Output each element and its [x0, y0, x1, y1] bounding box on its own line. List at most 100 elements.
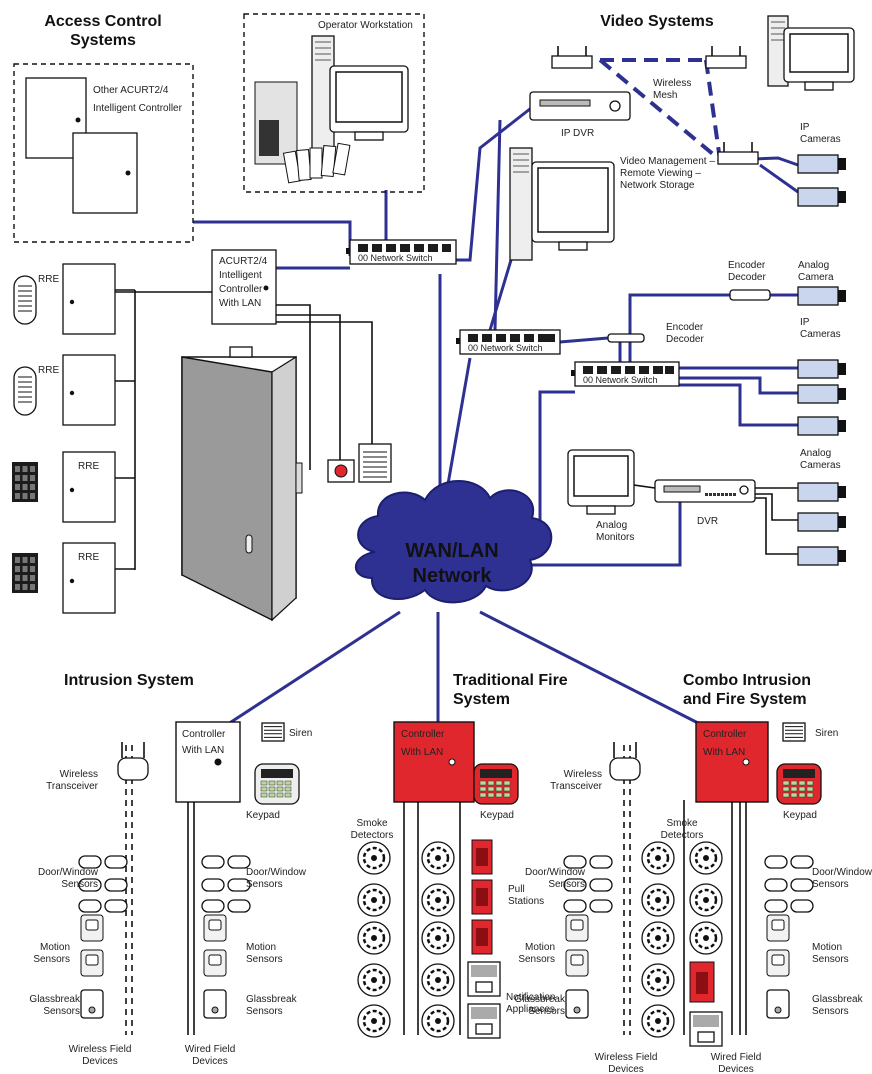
door-window-sensors-label-1: Door/Window — [246, 867, 307, 878]
camera-lens — [838, 486, 846, 498]
combo-motion-sensors-label-1: Motion — [525, 942, 555, 953]
glassbreak-sensors-label-1: Glassbreak — [29, 994, 81, 1005]
detector-center — [435, 977, 441, 983]
motion-lens — [85, 954, 99, 966]
other-controller-lock — [125, 170, 131, 176]
rre-label: RRE — [78, 461, 99, 472]
detector-vents — [694, 846, 718, 870]
pinpad-key — [15, 493, 20, 499]
wire-encoder-top — [628, 293, 730, 372]
glassbreak-mic — [88, 1006, 96, 1014]
detector-vents — [646, 926, 670, 950]
pinpad-key — [22, 484, 28, 490]
rre-box — [62, 354, 116, 426]
switch-port — [597, 366, 607, 374]
controller-to-exit — [276, 314, 341, 460]
combo-smoke-detectors-label-1: Smoke — [666, 818, 698, 829]
combo-keypad-label: Keypad — [783, 810, 817, 821]
fire-control-panel — [695, 721, 769, 803]
pinpad-key — [15, 557, 20, 563]
keypad-key — [479, 792, 487, 798]
dvr-knob — [739, 485, 749, 495]
encoder-decoder-label-1-1: Encoder — [728, 260, 766, 271]
analog-camera-label-2: Camera — [798, 272, 834, 283]
keypad-key — [495, 780, 503, 786]
keypad-key — [798, 780, 806, 786]
wire-ip-cam-2 — [678, 376, 798, 395]
pinpad-key — [22, 475, 28, 481]
wireless-transceiver-icon — [609, 742, 641, 781]
pinpad-key — [22, 557, 28, 563]
camera-icon — [797, 359, 846, 379]
pinpad-key — [30, 584, 35, 590]
keypad-key — [798, 786, 806, 792]
dvr-button — [721, 493, 724, 496]
siren-icon — [782, 722, 806, 742]
wire-switch2-cloud — [538, 390, 575, 520]
heading-intrusion-system: Intrusion System — [64, 672, 194, 689]
smoke-detector-icon — [357, 883, 391, 917]
smoke-detector-icon — [641, 921, 675, 955]
door-window-sensors-label-1: Door/Window — [812, 867, 872, 878]
keypad-key — [276, 792, 284, 798]
motion-lens — [570, 919, 584, 931]
monitor-to-dvr — [633, 484, 656, 489]
smoke-detectors-label-1: Smoke — [356, 818, 388, 829]
keypad-key — [260, 780, 268, 786]
detector-vents — [426, 846, 450, 870]
panel-body — [393, 721, 475, 803]
detector-center — [703, 897, 709, 903]
encoder-decoder-label-2-2: Decoder — [666, 334, 704, 345]
network-switch — [346, 239, 457, 265]
ip-cameras-label-1-1: IP — [800, 122, 810, 133]
detector-vents — [362, 968, 386, 992]
dvr-to-cam-3 — [755, 497, 798, 555]
pull-handle — [476, 928, 488, 946]
acu-controller-label-2: Intelligent — [219, 270, 262, 281]
access-card-icon — [295, 149, 312, 182]
combo-wireless-transceiver-label-1: Wireless — [564, 769, 602, 780]
vms-monitor — [531, 161, 615, 251]
wireless-transceiver-label-1: Wireless — [60, 769, 98, 780]
combo-wireless-transceiver-label-2: Transceiver — [550, 781, 603, 792]
sensor-part — [78, 855, 102, 869]
camera-lens — [838, 363, 846, 375]
heading-combo-intrusion-fire-1: Combo Intrusion — [683, 672, 811, 689]
motion-lens — [208, 919, 222, 931]
motion-lens — [771, 954, 785, 966]
switch-port — [653, 366, 663, 374]
sensor-part — [78, 899, 102, 913]
motion-sensor-icon — [203, 949, 227, 977]
keypad-key — [790, 792, 798, 798]
smoke-detector-icon — [641, 883, 675, 917]
camera-icon — [797, 187, 846, 207]
detector-center — [655, 977, 661, 983]
keypad-key — [495, 786, 503, 792]
keypad-key — [268, 780, 276, 786]
keypad-key — [487, 780, 495, 786]
siren-label: Siren — [289, 728, 312, 739]
detector-vents — [646, 846, 670, 870]
notif-horn — [475, 1023, 493, 1035]
network-switch-label: 00 Network Switch — [468, 343, 543, 353]
switch-port — [538, 334, 548, 342]
wired-field-devices-label-1: Wired Field — [185, 1044, 236, 1055]
controller-panel — [175, 721, 241, 803]
motion-lens — [85, 919, 99, 931]
camera-body — [797, 482, 839, 502]
other-controller-lock — [75, 117, 81, 123]
switch-jack — [571, 370, 575, 376]
wireless-transceiver-label-2: Transceiver — [46, 781, 99, 792]
smoke-detectors-label-2: Detectors — [351, 830, 394, 841]
analog-monitor — [567, 449, 635, 515]
monitor-stand — [354, 131, 384, 141]
notification-appliance-icon — [467, 961, 501, 997]
pull-stations-label-2: Stations — [508, 896, 544, 907]
door-strike — [229, 346, 253, 358]
motion-sensors-label-2: Sensors — [246, 954, 283, 965]
combo-door-window-sensors-label-2: Sensors — [548, 879, 585, 890]
ip-dvr-label: IP DVR — [561, 128, 594, 139]
wired-field-devices-label-2: Devices — [192, 1056, 228, 1067]
camera-icon — [797, 416, 846, 436]
monitor-screen — [335, 71, 403, 123]
